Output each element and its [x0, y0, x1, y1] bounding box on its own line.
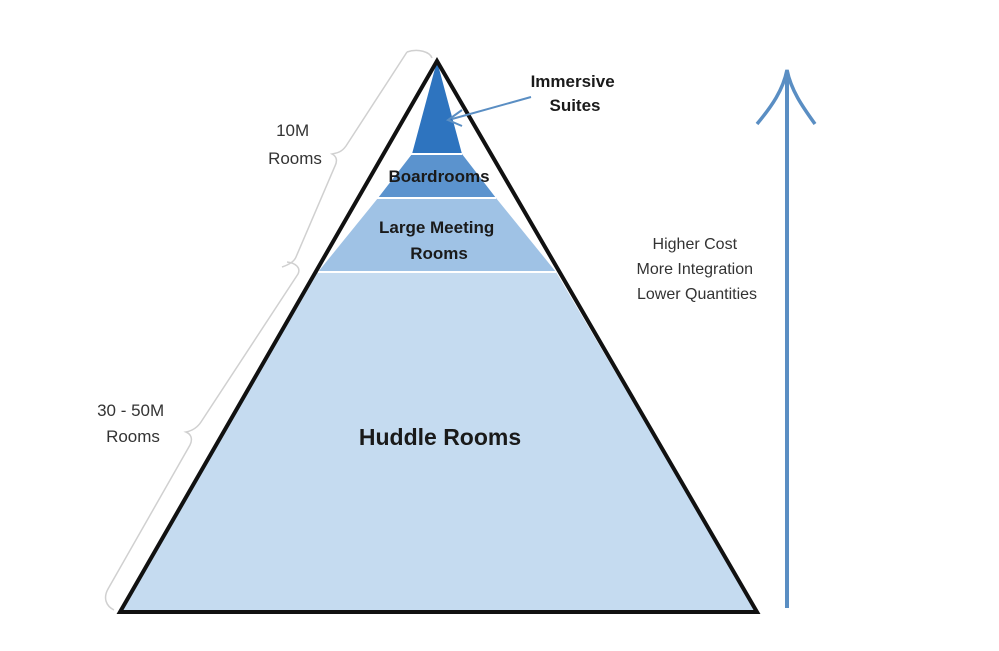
lower-bracket-label-line: 30 - 50M [97, 401, 164, 420]
upper-bracket-label-line: 10M [276, 121, 309, 140]
tier-huddle-fill [120, 272, 757, 612]
large-meeting-rooms-label-line: Rooms [410, 244, 468, 263]
large-meeting-rooms-label-line: Large Meeting [379, 218, 494, 237]
immersive-suites-label-line: Suites [549, 96, 600, 115]
immersive-suites-label: Immersive Suites [531, 72, 620, 115]
boardrooms-label: Boardrooms [388, 167, 489, 186]
pyramid-outline [116, 57, 761, 614]
lower-bracket-label: 30 - 50M Rooms [97, 401, 169, 446]
upper-bracket-label-line: Rooms [268, 149, 322, 168]
huddle-rooms-label: Huddle Rooms [359, 424, 521, 450]
pointer-arrow-line [451, 96, 532, 120]
vertical-arrow-head [755, 69, 817, 126]
bracket-lower [104, 261, 300, 611]
large-meeting-rooms-label: Large Meeting Rooms [379, 218, 499, 263]
tier-immersive-fill [412, 61, 462, 154]
tier-boardrooms-fill [378, 154, 496, 198]
tier-large-meeting-fill [318, 198, 556, 272]
pointer-arrow-head [445, 109, 463, 127]
arrow-description-line: More Integration [637, 261, 754, 278]
arrow-description-line: Higher Cost [653, 236, 738, 253]
immersive-suites-label-line: Immersive [531, 72, 615, 91]
lower-bracket-label-line: Rooms [106, 427, 160, 446]
arrow-description-label: Higher Cost More Integration Lower Quant… [637, 236, 758, 303]
arrow-description-line: Lower Quantities [637, 286, 757, 303]
upper-bracket-label: 10M Rooms [268, 121, 322, 168]
